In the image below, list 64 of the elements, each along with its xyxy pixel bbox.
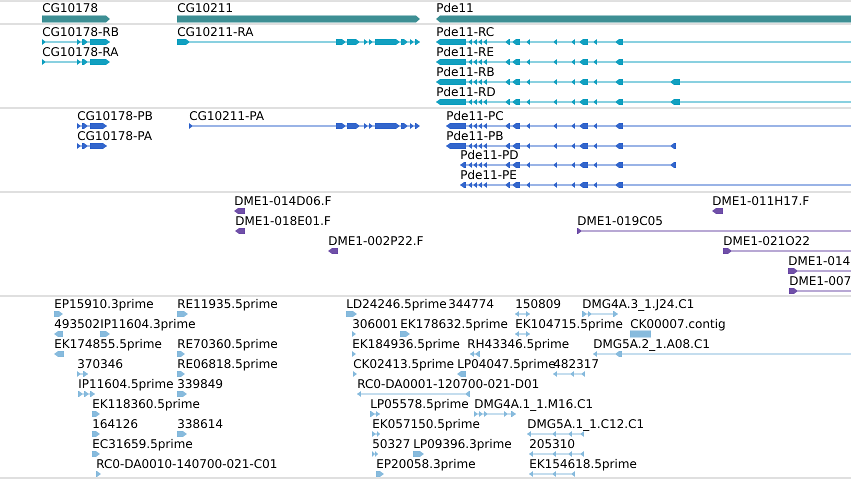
feature-label: Pde11-RD bbox=[437, 86, 495, 96]
feature-label: IP11604.3prime bbox=[101, 318, 195, 330]
feature-label: DME1-018E01.F bbox=[236, 216, 330, 226]
feature-label: DMG4A.1_1.M16.C1 bbox=[475, 399, 592, 411]
feature-label: RC0-DA0001-120700-021-D01 bbox=[358, 379, 538, 388]
feature-label: DMG5A.2_1.A08.C1 bbox=[594, 339, 709, 351]
feature-label: Pde11-PD bbox=[461, 150, 518, 160]
feature-label: CG10178-PB bbox=[78, 111, 152, 120]
feature-label: DME1-014 bbox=[789, 256, 850, 266]
feature-label: RE06818.5prime bbox=[178, 358, 278, 370]
feature-label: CG10178-RB bbox=[42, 27, 118, 36]
feature-label: EP15910.3prime bbox=[55, 298, 153, 310]
feature-label: EK104715.5prime bbox=[516, 318, 622, 330]
feature-label: EP20058.3prime bbox=[377, 458, 475, 470]
feature-label: 205310 bbox=[530, 439, 574, 448]
feature-label: EK118360.5prime bbox=[93, 398, 200, 410]
feature-label: Pde11-RB bbox=[437, 66, 494, 76]
feature-label: 370346 bbox=[78, 359, 122, 368]
feature-label: 344774 bbox=[449, 299, 494, 308]
feature-label: EK154618.5prime bbox=[530, 458, 636, 470]
feature-label: LP04047.5prime bbox=[458, 358, 556, 370]
feature-label: DME1-014D06.F bbox=[235, 196, 331, 206]
feature-label: CK02413.5prime bbox=[354, 358, 454, 370]
feature-label: 150809 bbox=[516, 299, 560, 308]
feature-label: CG10211 bbox=[178, 3, 232, 12]
feature-label: RH43346.5prime bbox=[468, 338, 568, 350]
feature-label: 482317 bbox=[554, 359, 598, 368]
feature-label: EK184936.5prime bbox=[353, 338, 460, 350]
feature-label: Pde11-PE bbox=[461, 170, 516, 180]
feature-label: DME1-011H17.F bbox=[713, 196, 809, 206]
feature-label: DMG4A.3_1.J24.C1 bbox=[583, 299, 694, 311]
feature-label: 338614 bbox=[178, 419, 222, 428]
feature-label: EC31659.5prime bbox=[93, 438, 192, 450]
feature-label: CK00007.contig bbox=[630, 318, 725, 330]
feature-label: LP09396.3prime bbox=[414, 438, 512, 450]
feature-label: Pde11-PC bbox=[447, 110, 503, 120]
feature-label: EK174855.5prime bbox=[55, 338, 162, 350]
feature-label: IP11604.5prime bbox=[79, 378, 173, 390]
feature-label: DME1-019C05 bbox=[578, 216, 662, 226]
feature-label: DME1-007 bbox=[790, 276, 850, 286]
feature-label: Pde11-RC bbox=[437, 26, 494, 36]
feature-label: LP05578.5prime bbox=[371, 398, 468, 410]
feature-label: Pde11 bbox=[437, 2, 473, 12]
feature-label: Pde11-RE bbox=[437, 46, 494, 56]
feature-label: DME1-002P22.F bbox=[329, 236, 423, 246]
feature-label: CG10211-PA bbox=[190, 111, 264, 120]
feature-label: 339849 bbox=[178, 379, 222, 388]
feature-label: CG10178-PA bbox=[78, 131, 152, 140]
feature-label: RE11935.5prime bbox=[178, 298, 278, 310]
feature-label: 306001 bbox=[353, 319, 397, 328]
feature-label: CG10178-RA bbox=[42, 47, 118, 56]
feature-label: DMG5A.1_1.C12.C1 bbox=[528, 419, 643, 431]
feature-label: DME1-021O22 bbox=[724, 236, 809, 246]
feature-label: EK178632.5prime bbox=[401, 318, 508, 330]
feature-label: RE70360.5prime bbox=[178, 338, 278, 350]
feature-label: EK057150.5prime bbox=[373, 418, 480, 430]
feature-label: CG10178 bbox=[42, 3, 98, 12]
feature-label: RC0-DA0010-140700-021-C01 bbox=[97, 459, 276, 468]
feature-label: 50327 bbox=[373, 439, 410, 448]
feature-label: 493502 bbox=[54, 319, 99, 328]
feature-label: LD24246.5prime bbox=[347, 298, 446, 310]
feature-label: CG10211-RA bbox=[178, 27, 254, 36]
feature-label: 164126 bbox=[94, 419, 138, 428]
feature-label: Pde11-PB bbox=[447, 130, 503, 140]
